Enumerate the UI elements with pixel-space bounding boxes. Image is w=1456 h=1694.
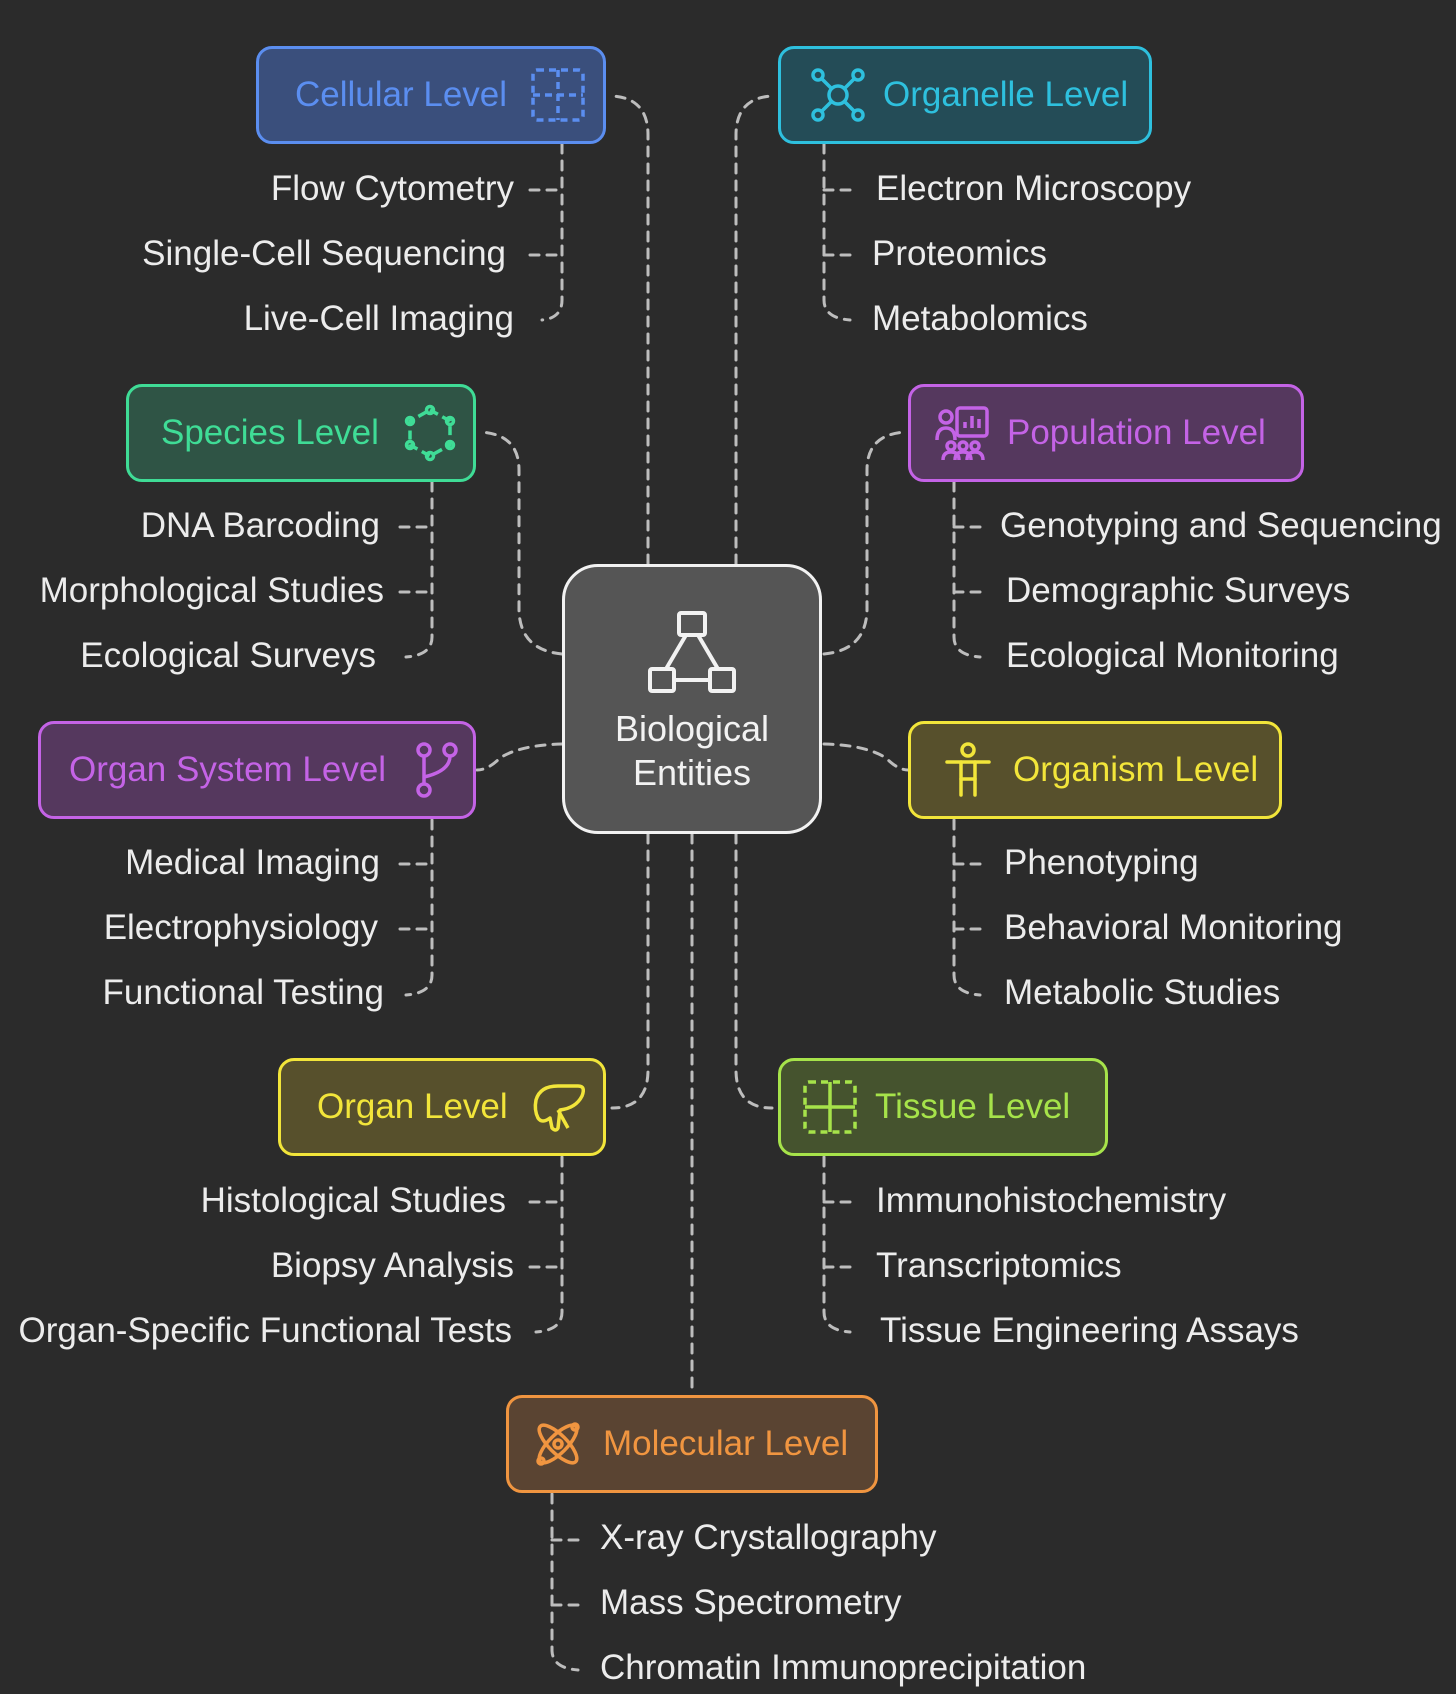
method-proteomics: Proteomics [872, 234, 1048, 273]
network-triangle-icon [648, 611, 736, 693]
node-species-level[interactable]: Species Level [126, 384, 476, 482]
method-medical-imaging: Medical Imaging [125, 843, 380, 882]
method-dna-barcoding: DNA Barcoding [140, 506, 380, 545]
node-molecular-level[interactable]: Molecular Level [506, 1395, 878, 1493]
method-electrophysiology: Electrophysiology [103, 908, 378, 947]
node-title: Organelle Level [883, 75, 1129, 114]
node-title: Organ System Level [69, 750, 387, 789]
hexagon-dotted-icon [404, 404, 456, 462]
method-behavioral-monitoring: Behavioral Monitoring [1004, 908, 1343, 947]
method-ecological-monitoring: Ecological Monitoring [1006, 636, 1339, 675]
method-demographic-surveys: Demographic Surveys [1006, 571, 1351, 610]
node-organ-system-level[interactable]: Organ System Level [38, 721, 476, 819]
method-metabolic-studies: Metabolic Studies [1004, 973, 1281, 1012]
method-electron-microscopy: Electron Microscopy [876, 169, 1192, 208]
method-genotyping-and-sequencing: Genotyping and Sequencing [1000, 506, 1442, 545]
node-title: Population Level [1007, 413, 1266, 452]
node-title: Species Level [161, 413, 379, 452]
population-chart-icon [935, 406, 989, 461]
node-organ-level[interactable]: Organ Level [278, 1058, 606, 1156]
method-morphological-studies: Morphological Studies [39, 571, 384, 610]
method-biopsy-analysis: Biopsy Analysis [270, 1246, 514, 1285]
atom-icon [536, 1422, 580, 1466]
molecule-nodes-icon [811, 68, 865, 122]
method-functional-testing: Functional Testing [102, 973, 384, 1012]
person-icon [945, 742, 991, 797]
node-population-level[interactable]: Population Level [908, 384, 1304, 482]
central-node[interactable]: Biological Entities [562, 564, 822, 834]
method-histological-studies: Histological Studies [200, 1181, 506, 1220]
node-title: Organism Level [1013, 750, 1259, 789]
method-chromatin-immunoprecipitation: Chromatin Immunoprecipitation [600, 1648, 1087, 1687]
method-flow-cytometry: Flow Cytometry [270, 169, 514, 208]
liver-icon [533, 1084, 585, 1132]
node-organism-level[interactable]: Organism Level [908, 721, 1282, 819]
node-cellular-level[interactable]: Cellular Level [256, 46, 606, 144]
method-transcriptomics: Transcriptomics [876, 1246, 1122, 1285]
branch-icon [416, 742, 458, 798]
node-title: Cellular Level [295, 75, 508, 114]
method-phenotyping: Phenotyping [1004, 843, 1199, 882]
method-live-cell-imaging: Live-Cell Imaging [243, 299, 514, 338]
method-ecological-surveys: Ecological Surveys [80, 636, 376, 675]
method-organ-specific-functional-tests: Organ-Specific Functional Tests [18, 1311, 512, 1350]
method-tissue-engineering-assays: Tissue Engineering Assays [880, 1311, 1299, 1350]
method-immunohistochemistry: Immunohistochemistry [876, 1181, 1227, 1220]
method-single-cell-sequencing: Single-Cell Sequencing [142, 234, 506, 273]
method-x-ray-crystallography: X-ray Crystallography [600, 1518, 937, 1557]
node-title: Molecular Level [603, 1424, 849, 1463]
node-tissue-level[interactable]: Tissue Level [778, 1058, 1108, 1156]
tissue-grid-icon [803, 1080, 857, 1134]
grid-dashed-icon [531, 68, 585, 122]
method-mass-spectrometry: Mass Spectrometry [600, 1583, 902, 1622]
node-title: Organ Level [317, 1087, 508, 1126]
node-title: Tissue Level [875, 1087, 1071, 1126]
central-title: Biological Entities [614, 708, 770, 793]
node-organelle-level[interactable]: Organelle Level [778, 46, 1152, 144]
method-metabolomics: Metabolomics [872, 299, 1088, 338]
